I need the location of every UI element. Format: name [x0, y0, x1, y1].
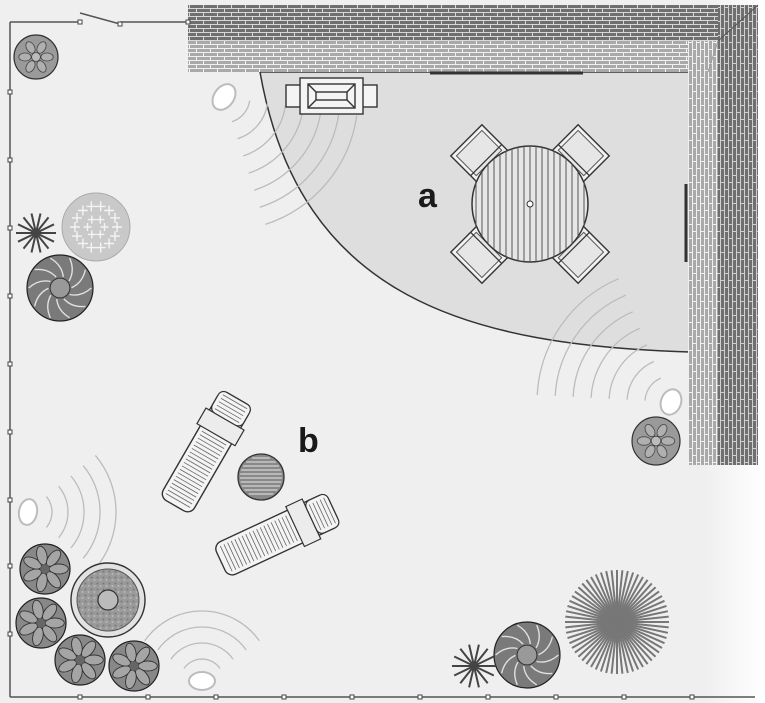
speaker-icon	[188, 671, 216, 691]
plant-icon	[54, 634, 106, 686]
plant-icon	[108, 640, 160, 692]
sound-arc	[626, 360, 655, 400]
sound-arc	[554, 294, 626, 396]
plant-icon	[631, 416, 681, 466]
plant-icon	[565, 570, 669, 674]
area-label-b: b	[298, 422, 319, 460]
sound-arc	[608, 344, 648, 399]
sound-waves	[45, 100, 662, 669]
sound-arc	[183, 658, 221, 669]
sound-arc	[45, 496, 53, 528]
plant-icon	[15, 597, 67, 649]
patio-dining-set	[449, 123, 611, 285]
sound-arc	[248, 108, 304, 174]
sound-arc	[70, 475, 85, 549]
sound-arc	[237, 103, 269, 140]
chair-icon	[550, 123, 611, 184]
plant-icon	[61, 192, 131, 262]
side-table	[237, 453, 285, 501]
plant-icon	[493, 621, 561, 689]
brick-wall	[188, 4, 759, 465]
sun-lounger-icon	[215, 493, 340, 576]
speaker-icon	[659, 388, 683, 416]
fence-posts	[7, 19, 695, 700]
plant-icon	[13, 34, 59, 80]
speaker-icon	[17, 498, 39, 526]
sound-arc	[590, 327, 640, 398]
plants	[13, 34, 681, 692]
sound-arc	[170, 642, 234, 660]
plant-icon	[19, 543, 71, 595]
sound-arc	[242, 105, 287, 157]
sound-arc	[94, 454, 117, 570]
sound-arc	[82, 465, 101, 559]
sound-arc	[536, 278, 619, 396]
grill	[285, 77, 378, 115]
sun-lounger-icon	[161, 390, 251, 513]
sound-arc	[254, 110, 322, 191]
fountain-icon	[70, 562, 146, 638]
speakers	[17, 83, 683, 691]
plant-icon	[26, 254, 94, 322]
sound-arc	[259, 113, 340, 208]
area-label-a: a	[418, 177, 438, 215]
sound-arc	[572, 311, 633, 397]
plant-icon	[16, 213, 56, 253]
sound-arc	[231, 100, 251, 123]
sound-arc	[144, 610, 260, 642]
sound-arc	[58, 485, 69, 539]
fence	[9, 12, 755, 698]
plant-icon	[452, 644, 496, 688]
sound-arc	[644, 377, 662, 401]
sound-arc	[265, 115, 358, 226]
sound-arc	[157, 626, 247, 651]
speaker-icon	[211, 83, 237, 111]
sun-loungers	[161, 390, 340, 576]
